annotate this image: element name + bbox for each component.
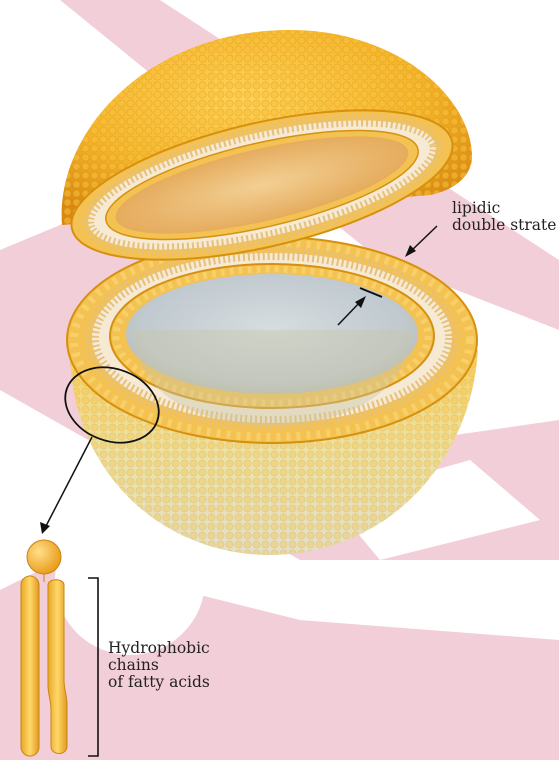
chains-label-line1: Hydrophobic (108, 640, 210, 657)
chains-label-line2: chains (108, 657, 210, 674)
bilayer-label: lipidic double strate (452, 200, 556, 234)
polar-head (27, 540, 61, 574)
zoom-arrow (40, 437, 92, 534)
bilayer-label-line2: double strate (452, 217, 556, 234)
chains-label-line3: of fatty acids (108, 674, 210, 691)
fatty-acid-tail-right (48, 580, 67, 754)
fatty-acid-tail-left (21, 576, 39, 756)
hydrophobic-chains-label: Hydrophobic chains of fatty acids (108, 640, 210, 691)
bilayer-label-line1: lipidic (452, 200, 556, 217)
